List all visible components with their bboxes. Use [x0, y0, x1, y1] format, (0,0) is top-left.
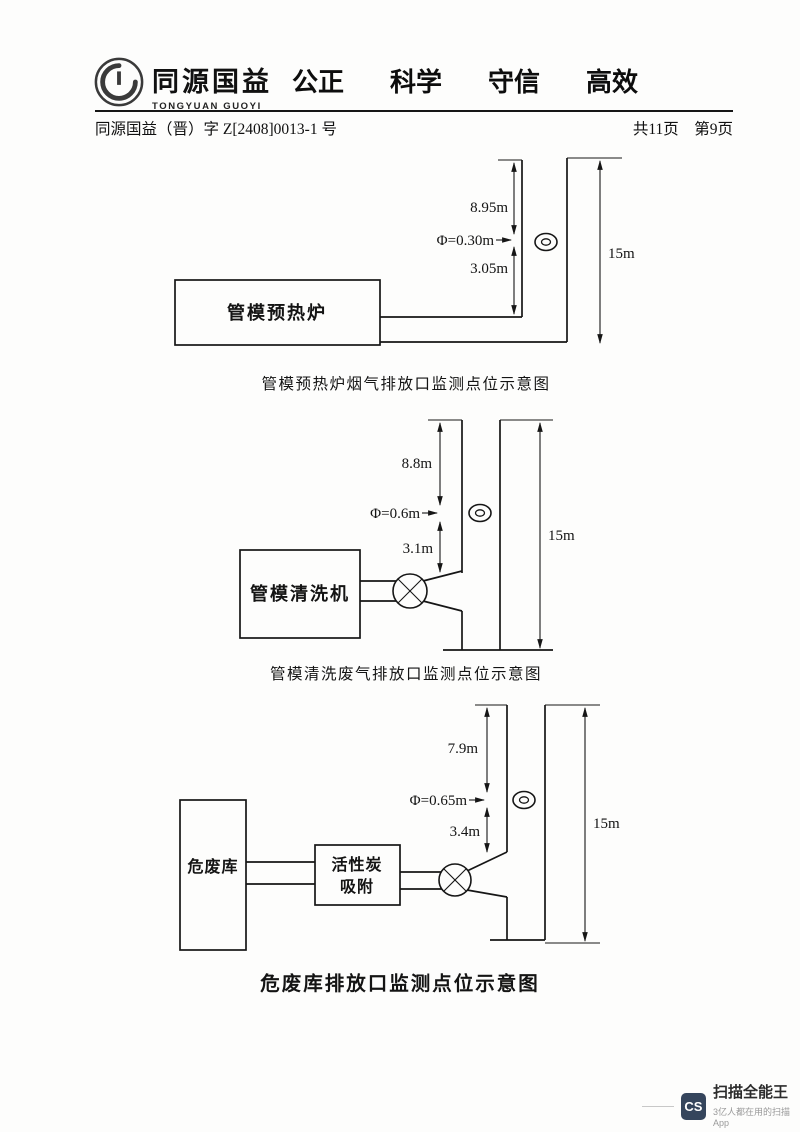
dim-port-label: Φ=0.30m: [437, 233, 495, 249]
diagram-preheater-furnace: 管模预热炉 8.95m Φ=0.30m 3.05m 15m 管模预热炉烟气排放口…: [174, 157, 635, 393]
slogan: 公正 科学 守信 高效: [292, 62, 638, 99]
dimension-lines: [469, 704, 600, 944]
slogan-word-1: 公正: [292, 68, 345, 97]
camscanner-logo-icon: CS: [680, 1092, 707, 1120]
sampling-port-inner: [540, 238, 552, 246]
dim-port-label: Φ=0.65m: [410, 793, 468, 809]
camscanner-watermark: CS 扫描全能王 3亿人都在用的扫描App: [642, 1084, 800, 1128]
dimension-lines: [422, 419, 553, 649]
diagram-mold-washer: 管模清洗机 8.8m Φ=0.6m 3.1m 15m 管模清洗废气排放口监测点位…: [239, 419, 575, 683]
dim-upper-label: 7.9m: [448, 741, 479, 757]
document-number: 同源国益（晋）字 Z[2408]0013-1 号: [95, 121, 337, 138]
header-divider: [95, 110, 733, 112]
hazwaste-box-label: 危废库: [187, 857, 238, 876]
diagram3-caption: 危废库排放口监测点位示意图: [260, 972, 540, 995]
dim-total-label: 15m: [608, 246, 635, 262]
company-name-en: TONGYUAN GUOYI: [152, 101, 262, 112]
dim-lower-label: 3.4m: [450, 824, 481, 840]
sampling-port-inner: [518, 796, 530, 804]
adsorber-box-label-line1: 活性炭: [331, 855, 382, 874]
diagram1-caption: 管模预热炉烟气排放口监测点位示意图: [261, 374, 550, 393]
adsorber-box: [314, 844, 401, 906]
dim-lower-label: 3.05m: [470, 261, 508, 277]
slogan-word-2: 科学: [389, 68, 442, 97]
stack-and-duct-lines: [360, 420, 553, 651]
company-logo-text: 同源国益 TONGYUAN GUOYI: [152, 60, 272, 112]
company-logo-icon: [94, 57, 144, 107]
dim-upper-label: 8.8m: [402, 456, 433, 472]
stack-and-duct-lines: [246, 705, 546, 941]
dim-total-label: 15m: [548, 528, 575, 544]
hazwaste-box: [179, 799, 247, 951]
slogan-word-4: 高效: [585, 68, 638, 97]
watermark-subtitle: 3亿人都在用的扫描App: [713, 1106, 791, 1128]
washer-box-label: 管模清洗机: [250, 583, 350, 604]
washer-box: [239, 549, 361, 639]
dim-total-label: 15m: [593, 816, 620, 832]
slogan-word-3: 守信: [487, 68, 540, 97]
dim-port-label: Φ=0.6m: [370, 506, 420, 522]
diagram2-caption: 管模清洗废气排放口监测点位示意图: [270, 664, 542, 683]
page-indicator: 共11页 第9页: [632, 121, 733, 138]
dim-lower-label: 3.1m: [403, 541, 434, 557]
adsorber-box-label-line2: 吸附: [340, 877, 374, 896]
furnace-box-label: 管模预热炉: [227, 302, 327, 323]
stack-and-duct-lines: [380, 158, 568, 343]
watermark-divider: [642, 1105, 674, 1107]
dimension-lines: [496, 157, 622, 344]
diagram-hazwaste-storage: 危废库 活性炭 吸附 7.9m Φ=0.65m 3.4m 15m 危废库排放口监…: [179, 704, 620, 995]
dim-upper-label: 8.95m: [470, 200, 508, 216]
watermark-title: 扫描全能王: [713, 1084, 789, 1101]
sampling-port-inner: [474, 509, 486, 517]
company-name-cn: 同源国益: [152, 67, 272, 97]
furnace-box: [174, 279, 381, 346]
fan-blades: [397, 578, 423, 604]
camscanner-logo-text: CS: [684, 1098, 703, 1114]
fan-blades: [443, 868, 467, 892]
document-meta-row: 同源国益（晋）字 Z[2408]0013-1 号 共11页 第9页: [95, 117, 733, 139]
